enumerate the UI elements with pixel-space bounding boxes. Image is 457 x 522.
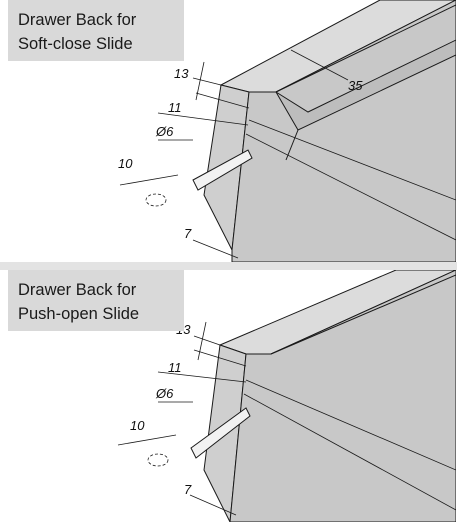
dim-diameter: Ø6 — [155, 124, 174, 139]
dim-11: 11 — [168, 360, 182, 375]
title-line-2: Push-open Slide — [18, 305, 140, 323]
push-open-panel: 13 11 Ø6 10 7 Drawer Back for Push-open … — [8, 270, 456, 522]
dim-7: 7 — [184, 482, 192, 497]
groove — [275, 39, 456, 131]
dim-11: 11 — [168, 100, 182, 115]
dim-13: 13 — [174, 66, 189, 81]
panel-separator — [0, 262, 457, 270]
title-line-1: Drawer Back for — [18, 11, 137, 29]
dim-hole-depth: 10 — [118, 156, 133, 171]
push-open-diagram: 13 11 Ø6 10 7 — [117, 270, 456, 522]
push-open-title: Drawer Back for Push-open Slide — [8, 270, 184, 331]
drill-bit — [192, 149, 253, 191]
dim-7: 7 — [184, 226, 192, 241]
board-front-face — [229, 270, 456, 522]
dim-diameter: Ø6 — [155, 386, 174, 401]
drill-bit — [190, 407, 251, 459]
dim-hole-depth: 10 — [130, 418, 145, 433]
soft-close-panel: 13 11 35 Ø6 10 7 Drawer Back for Soft-cl… — [8, 0, 456, 262]
title-line-1: Drawer Back for — [18, 281, 137, 299]
soft-close-title: Drawer Back for Soft-close Slide — [8, 0, 184, 61]
title-line-2: Soft-close Slide — [18, 35, 133, 53]
dim-35: 35 — [348, 78, 363, 93]
soft-close-diagram: 13 11 35 Ø6 10 7 — [118, 0, 456, 262]
